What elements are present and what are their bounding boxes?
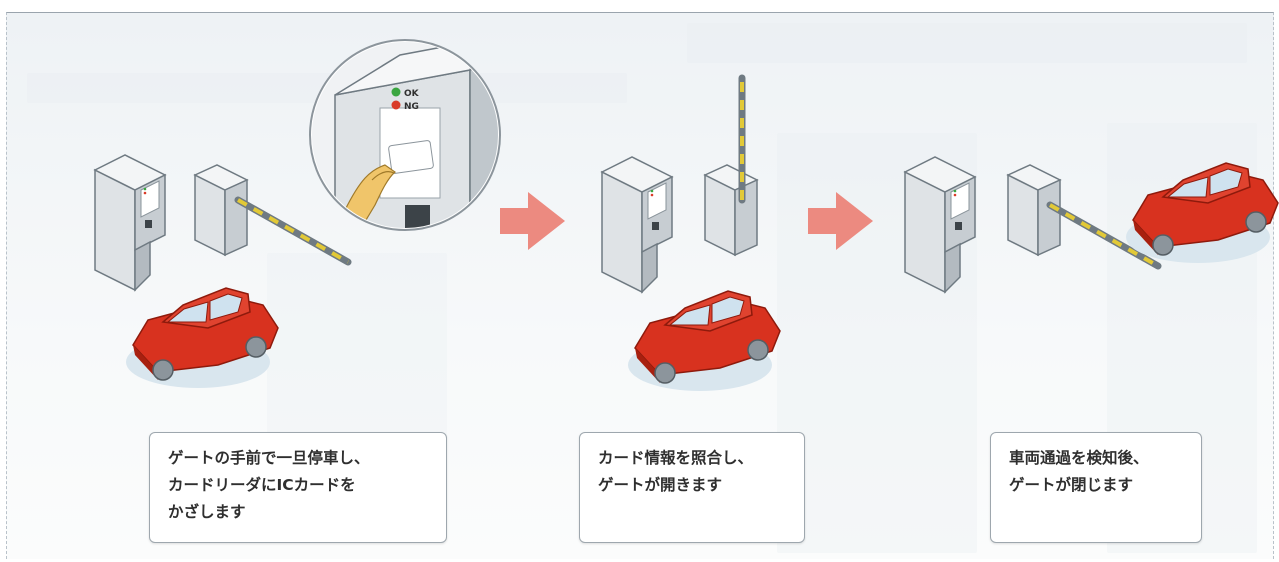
step1-caption-line: カードリーダにICカードを [168, 476, 356, 494]
step3-illustration [904, 156, 1279, 293]
background-block [687, 23, 1247, 63]
card-reader-machine [94, 154, 166, 291]
step3-caption-line: ゲートが閉じます [1009, 476, 1134, 494]
card-reader-machine [904, 156, 976, 293]
card-reader-zoom: OK NG [309, 39, 501, 231]
step1-caption-line: ゲートの手前で一旦停車し、 [168, 449, 370, 467]
step2-caption: カード情報を照合し、 ゲートが開きます [579, 432, 805, 543]
ok-label: OK [404, 89, 420, 99]
car-icon [125, 287, 279, 389]
barrier-arm-stripe [237, 198, 349, 264]
car-icon [627, 290, 781, 392]
ng-indicator-light [391, 100, 401, 110]
step3-caption-line: 車両通過を検知後、 [1009, 449, 1149, 467]
background-block [267, 253, 447, 453]
barrier-arm-stripe [1049, 203, 1159, 268]
card-reader-machine [601, 156, 673, 293]
gate-post [194, 164, 248, 256]
step1-illustration: OK NG [94, 39, 501, 389]
arrow-right-icon [500, 192, 565, 250]
step1-caption: ゲートの手前で一旦停車し、 カードリーダにICカードを かざします [149, 432, 447, 543]
car-icon [1125, 162, 1279, 264]
step2-caption-line: カード情報を照合し、 [598, 449, 754, 467]
step2-illustration [601, 74, 781, 392]
arrow-right-icon [808, 192, 873, 250]
ok-indicator-light [391, 87, 401, 97]
gate-post [704, 164, 758, 256]
step1-caption-line: かざします [168, 503, 246, 521]
step3-caption: 車両通過を検知後、 ゲートが閉じます [990, 432, 1202, 543]
ng-label: NG [404, 102, 419, 112]
step2-caption-line: ゲートが開きます [598, 476, 723, 494]
